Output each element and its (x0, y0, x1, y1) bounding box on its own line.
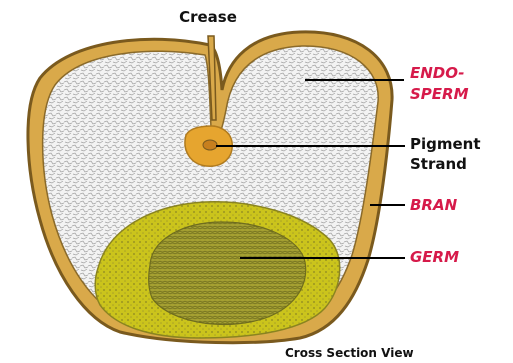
endosperm-label-line1: ENDO- (410, 64, 465, 82)
endosperm-label-line2: SPERM (410, 85, 469, 103)
caption-label: Cross Section View (285, 346, 414, 360)
germ-core (149, 222, 306, 325)
pigment-strand-label-line1: Pigment (410, 135, 481, 153)
crease-label: Crease (179, 8, 237, 26)
germ-label: GERM (410, 248, 459, 266)
pigment-strand-label-line2: Strand (410, 155, 467, 173)
bran-label: BRAN (410, 196, 458, 214)
